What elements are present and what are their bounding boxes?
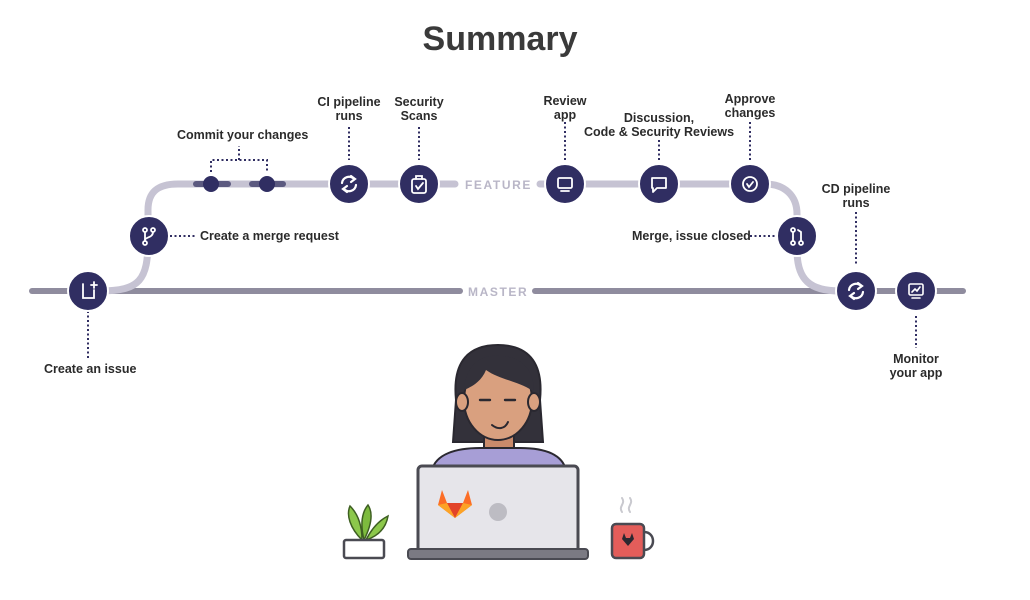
- refresh-icon: [340, 174, 358, 194]
- refresh-icon: [847, 281, 865, 301]
- commit-dot: [259, 176, 275, 192]
- check-circle-icon: [742, 176, 758, 192]
- page-title: Summary: [422, 20, 578, 58]
- issue-icon: [82, 281, 98, 299]
- node-review-app: [544, 163, 586, 205]
- label-merge-closed: Merge, issue closed: [632, 229, 751, 243]
- label-commit: Commit your changes: [177, 128, 309, 142]
- node-discussion: [638, 163, 680, 205]
- node-merge: [776, 215, 818, 257]
- gitlab-logo: [438, 490, 472, 518]
- node-security-scans: [398, 163, 440, 205]
- chart-monitor-icon: [908, 283, 924, 299]
- node-monitor: [895, 270, 937, 312]
- node-create-issue: [67, 270, 109, 312]
- plant-illustration: [342, 503, 389, 560]
- branch-icon: [142, 227, 156, 246]
- node-approve: [729, 163, 771, 205]
- node-cd-pipeline: [835, 270, 877, 312]
- label-merge-request: Create a merge request: [200, 229, 339, 243]
- node-ci-pipeline: [328, 163, 370, 205]
- master-label: MASTER: [468, 285, 528, 299]
- feature-label: FEATURE: [465, 178, 532, 192]
- label-discussion: Discussion,Code & Security Reviews: [584, 111, 735, 139]
- commit-dots: [193, 146, 286, 192]
- mug-illustration: [610, 497, 655, 560]
- developer-illustration: [407, 343, 589, 560]
- merge-icon: [790, 227, 804, 246]
- clipboard-check-icon: [411, 175, 427, 194]
- monitor-icon: [557, 177, 573, 192]
- connectors: [87, 122, 917, 358]
- label-create-issue: Create an issue: [44, 362, 137, 376]
- node-merge-request: [128, 215, 170, 257]
- chat-icon: [651, 177, 667, 193]
- commit-dot: [203, 176, 219, 192]
